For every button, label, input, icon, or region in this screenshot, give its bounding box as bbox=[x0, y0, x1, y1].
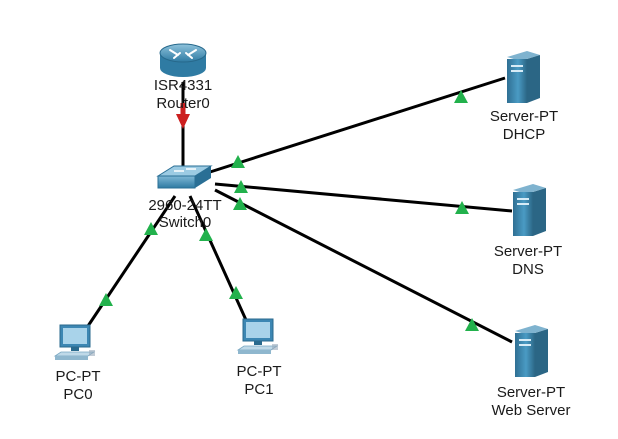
pc0-type-label: PC-PT bbox=[56, 368, 101, 385]
server-web-node[interactable]: Server-PT Web Server bbox=[492, 325, 571, 419]
server-dhcp-node[interactable]: Server-PT DHCP bbox=[490, 51, 558, 143]
links-layer bbox=[86, 76, 513, 344]
server-icon bbox=[513, 184, 546, 236]
router-name-label: Router0 bbox=[156, 95, 209, 112]
link-switch-dhcp[interactable] bbox=[209, 76, 506, 174]
link-down-arrow-icon bbox=[176, 114, 190, 129]
server-dhcp-type-label: Server-PT bbox=[490, 108, 558, 125]
server-dhcp-name-label: DHCP bbox=[503, 126, 546, 143]
link-switch-pc1[interactable] bbox=[188, 195, 248, 321]
link-up-triangle-icon bbox=[465, 318, 479, 331]
desktop-pc-icon bbox=[236, 318, 279, 354]
server-dns-node[interactable]: Server-PT DNS bbox=[494, 184, 562, 278]
link-up-triangle-icon bbox=[234, 180, 248, 193]
link-up-triangle-icon bbox=[144, 222, 158, 235]
link-up-triangle-icon bbox=[229, 286, 243, 299]
server-dns-name-label: DNS bbox=[512, 261, 544, 278]
link-switch-web[interactable] bbox=[214, 188, 513, 344]
router-node[interactable]: ISR4331 Router0 bbox=[154, 43, 212, 112]
link-up-triangle-icon bbox=[454, 90, 468, 103]
pc0-name-label: PC0 bbox=[63, 386, 92, 403]
pc0-node[interactable]: PC-PT PC0 bbox=[53, 324, 101, 403]
pc1-type-label: PC-PT bbox=[237, 363, 282, 380]
link-up-triangle-icon bbox=[99, 293, 113, 306]
router-model-label: ISR4331 bbox=[154, 77, 212, 94]
link-up-triangle-icon bbox=[455, 201, 469, 214]
switch-icon bbox=[156, 165, 213, 189]
router-icon bbox=[159, 43, 207, 77]
link-up-triangle-icon bbox=[231, 155, 245, 168]
server-dns-type-label: Server-PT bbox=[494, 243, 562, 260]
switch-name-label: Switch0 bbox=[159, 214, 212, 231]
link-up-triangle-icon bbox=[233, 197, 247, 210]
pc1-name-label: PC1 bbox=[244, 381, 273, 398]
link-switch-dns[interactable] bbox=[214, 182, 513, 213]
server-web-name-label: Web Server bbox=[492, 402, 571, 419]
server-icon bbox=[515, 325, 548, 377]
switch-node[interactable]: 2960-24TT Switch0 bbox=[148, 165, 222, 231]
server-icon bbox=[507, 51, 540, 103]
pc1-node[interactable]: PC-PT PC1 bbox=[236, 318, 282, 398]
link-status-indicators bbox=[99, 90, 479, 331]
desktop-pc-icon bbox=[53, 324, 96, 360]
switch-model-label: 2960-24TT bbox=[148, 197, 221, 214]
server-web-type-label: Server-PT bbox=[497, 384, 565, 401]
link-up-triangle-icon bbox=[199, 228, 213, 241]
